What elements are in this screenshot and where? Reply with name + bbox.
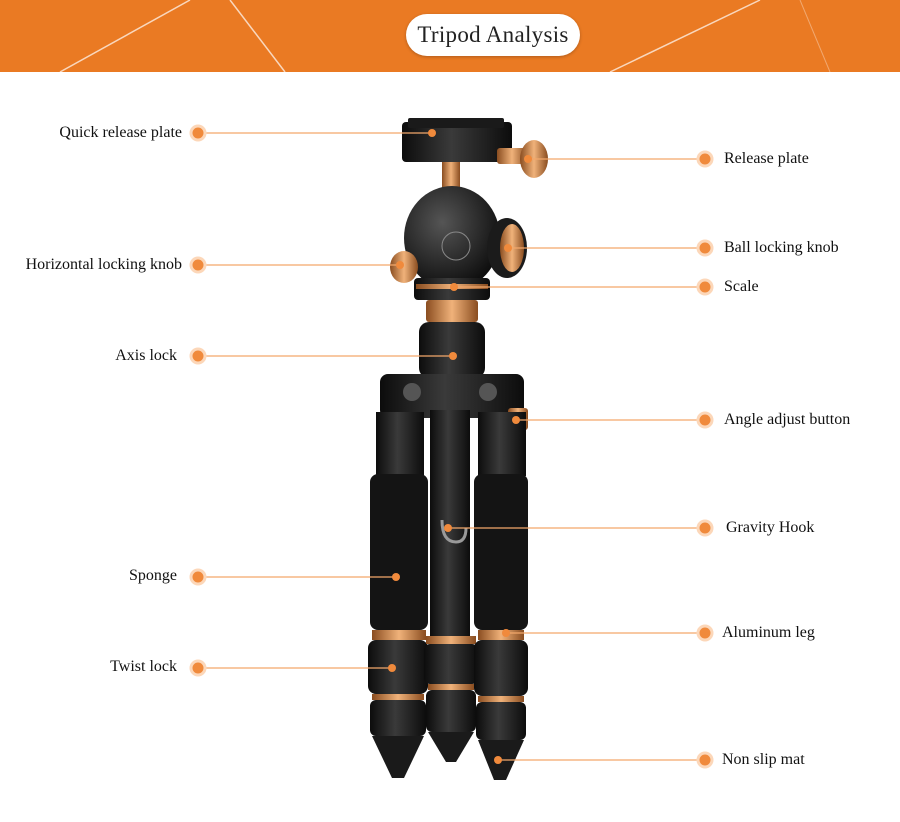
aluminum-leg: [478, 630, 524, 640]
twist-lock-left: [368, 640, 428, 694]
dot-quick-release-plate: [191, 126, 205, 140]
dot-axis-lock: [191, 349, 205, 363]
label-axis-lock: Axis lock: [115, 346, 177, 366]
ball-head: [404, 186, 500, 290]
dot-ball-locking-knob: [698, 241, 712, 255]
label-quick-release-plate: Quick release plate: [59, 123, 182, 143]
label-ball-locking-knob: Ball locking knob: [724, 238, 839, 258]
dot-gravity-hook: [698, 521, 712, 535]
center-column: [430, 410, 470, 636]
label-sponge: Sponge: [129, 566, 177, 586]
dot-twist-lock: [191, 661, 205, 675]
dot-horizontal-locking-knob: [191, 258, 205, 272]
label-non-slip-mat: Non slip mat: [722, 750, 805, 770]
label-scale: Scale: [724, 277, 759, 297]
label-release-plate: Release plate: [724, 149, 809, 169]
sponge-left: [370, 474, 428, 630]
label-gravity-hook: Gravity Hook: [726, 518, 814, 538]
dot-sponge: [191, 570, 205, 584]
dot-angle-adjust-button: [698, 413, 712, 427]
dot-non-slip-mat: [698, 753, 712, 767]
label-aluminum-leg: Aluminum leg: [722, 623, 815, 643]
sponge-right: [474, 474, 528, 630]
horizontal-locking-knob: [390, 251, 418, 283]
dot-scale: [698, 280, 712, 294]
dot-aluminum-leg: [698, 626, 712, 640]
label-angle-adjust-button: Angle adjust button: [724, 410, 850, 430]
non-slip-mat-left: [372, 736, 424, 778]
label-horizontal-locking-knob: Horizontal locking knob: [26, 255, 182, 275]
label-twist-lock: Twist lock: [110, 657, 177, 677]
axis-lock: [419, 322, 485, 378]
dot-release-plate: [698, 152, 712, 166]
tripod-illustration: [368, 118, 548, 780]
